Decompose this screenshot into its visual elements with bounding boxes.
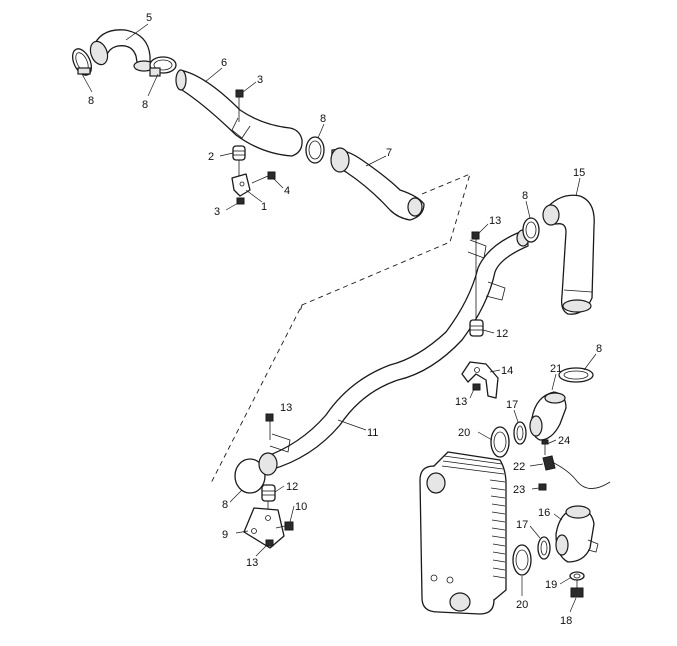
callout-23: 23 bbox=[513, 484, 525, 496]
rubber-isolator-2 bbox=[232, 145, 246, 176]
hose-clamp-8d bbox=[522, 217, 540, 243]
charge-air-pipe-6 bbox=[175, 69, 303, 157]
callout-17: 17 bbox=[516, 519, 528, 531]
callout-2: 2 bbox=[208, 151, 214, 163]
callout-8: 8 bbox=[142, 99, 148, 111]
callout-5: 5 bbox=[146, 12, 152, 24]
callout-15: 15 bbox=[573, 167, 585, 179]
washer-19 bbox=[569, 571, 585, 581]
callout-14: 14 bbox=[501, 365, 513, 377]
callout-3: 3 bbox=[257, 74, 263, 86]
nut-13d bbox=[265, 539, 274, 547]
callout-9: 9 bbox=[222, 529, 228, 541]
mounting-bracket-1 bbox=[231, 173, 251, 197]
nut-13b bbox=[472, 383, 481, 391]
hose-clamp-8b bbox=[149, 56, 177, 77]
callout-16: 16 bbox=[538, 507, 550, 519]
callout-12: 12 bbox=[286, 481, 298, 493]
callout-13: 13 bbox=[489, 215, 501, 227]
assembly-dashed-outline-lower bbox=[299, 304, 303, 313]
leader-lines bbox=[81, 23, 597, 613]
callout-8: 8 bbox=[320, 113, 326, 125]
callout-labels: 5 8 8 6 3 8 7 2 4 3 1 8 15 13 12 8 14 21… bbox=[88, 12, 602, 627]
bolt-13a bbox=[471, 231, 480, 318]
callout-13: 13 bbox=[246, 557, 258, 569]
callout-8: 8 bbox=[222, 499, 228, 511]
drain-plug-18 bbox=[570, 580, 584, 598]
hose-clamp-8a bbox=[71, 48, 93, 76]
bolt-24 bbox=[541, 439, 549, 455]
charge-air-hose-15 bbox=[542, 194, 595, 315]
screw-23 bbox=[538, 483, 547, 491]
mounting-plate-9 bbox=[243, 507, 285, 549]
assembly-dashed-outline bbox=[209, 173, 471, 486]
callout-17: 17 bbox=[506, 399, 518, 411]
callout-13: 13 bbox=[280, 402, 292, 414]
rubber-isolator-12a bbox=[469, 319, 484, 337]
bolt-13c bbox=[265, 413, 274, 440]
o-ring-17b bbox=[537, 536, 551, 560]
callout-6: 6 bbox=[221, 57, 227, 69]
callout-11: 11 bbox=[367, 427, 378, 439]
callout-10: 10 bbox=[295, 501, 307, 513]
callout-8: 8 bbox=[522, 190, 528, 202]
bolt-10 bbox=[275, 521, 294, 531]
sensor-22 bbox=[542, 455, 611, 489]
elbow-hose-5 bbox=[89, 29, 155, 72]
bolt-3a bbox=[235, 89, 244, 122]
charge-air-pipe-11 bbox=[261, 229, 530, 471]
rubber-isolator-12b bbox=[261, 484, 276, 510]
nut-3b bbox=[236, 197, 245, 205]
elbow-connector-16 bbox=[555, 505, 599, 563]
callout-18: 18 bbox=[560, 615, 572, 627]
callout-7: 7 bbox=[386, 147, 392, 159]
callout-24: 24 bbox=[558, 435, 570, 447]
cooler-fins bbox=[441, 455, 506, 579]
hose-clamp-8f bbox=[234, 452, 278, 494]
hose-clamp-8c bbox=[305, 136, 325, 164]
bracket-14 bbox=[461, 361, 499, 399]
callout-20: 20 bbox=[516, 599, 528, 611]
callout-8: 8 bbox=[88, 95, 94, 107]
callout-19: 19 bbox=[545, 579, 557, 591]
hose-clamp-20b bbox=[512, 544, 532, 576]
callout-8: 8 bbox=[596, 343, 602, 355]
callout-3: 3 bbox=[214, 206, 220, 218]
callout-4: 4 bbox=[284, 185, 290, 197]
charge-air-hose-7 bbox=[330, 147, 425, 221]
cooler-core bbox=[419, 451, 507, 615]
callout-12: 12 bbox=[496, 328, 508, 340]
o-ring-17a bbox=[513, 421, 527, 445]
callout-1: 1 bbox=[261, 201, 267, 213]
callout-13: 13 bbox=[455, 396, 467, 408]
elbow-connector-21 bbox=[529, 391, 567, 441]
callout-20: 20 bbox=[458, 427, 470, 439]
callout-22: 22 bbox=[513, 461, 525, 473]
callout-21: 21 bbox=[550, 363, 562, 375]
hose-clamp-8e bbox=[558, 367, 594, 383]
bolt-4 bbox=[251, 171, 276, 184]
hose-clamp-20a bbox=[490, 426, 510, 458]
